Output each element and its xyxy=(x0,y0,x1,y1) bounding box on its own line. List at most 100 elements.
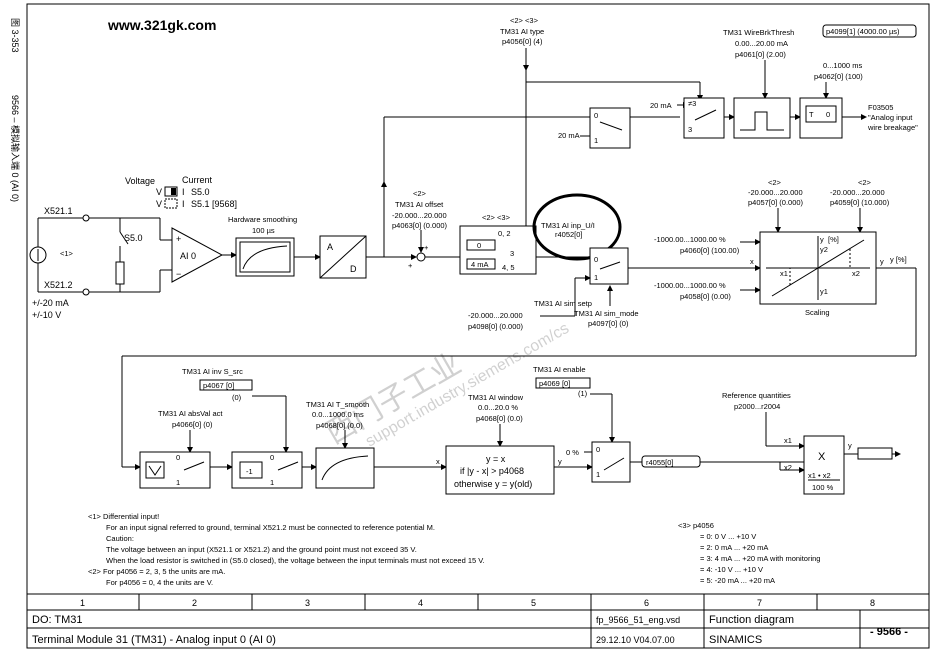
svg-text:Hardware smoothing: Hardware smoothing xyxy=(228,215,297,224)
svg-text:100 %: 100 % xyxy=(812,483,834,492)
svg-text:= 4: -10 V ... +10 V: = 4: -10 V ... +10 V xyxy=(700,565,763,574)
switch-s50-label: S5.0 xyxy=(124,233,143,243)
invert-block: TM31 AI inv S_src p4067 [0] (0) -1 0 1 xyxy=(182,367,317,489)
svg-text:9566 – 模拟输入端 0 (AI 0): 9566 – 模拟输入端 0 (AI 0) xyxy=(10,95,21,202)
svg-text:0, 2: 0, 2 xyxy=(498,229,511,238)
diagram-number: - 9566 - xyxy=(870,626,908,638)
date-version: 29.12.10 V04.07.00 xyxy=(596,635,675,645)
svg-text:0 %: 0 % xyxy=(566,448,579,457)
svg-text:<3> p4056: <3> p4056 xyxy=(678,521,714,530)
input-terminals: X521.1 X521.2 +/-20 mA +/-10 V <1> S5.0 xyxy=(29,206,172,320)
page-frame xyxy=(26,3,930,649)
enable-block: TM31 AI enable p4069 [0] (1) 0 % 0 1 r40… xyxy=(533,365,806,483)
file-name: fp_9566_51_eng.vsd xyxy=(596,615,680,625)
svg-text:0.00...20.00 mA: 0.00...20.00 mA xyxy=(735,39,788,48)
svg-text:X521.1: X521.1 xyxy=(44,206,73,216)
svg-text:0: 0 xyxy=(596,445,600,454)
svg-text:8: 8 xyxy=(870,598,875,608)
svg-text:20 mA: 20 mA xyxy=(650,101,672,110)
svg-text:<1>: <1> xyxy=(60,249,74,258)
watermark-url: www.321gk.com xyxy=(107,17,216,33)
svg-text:-1000.00...1000.00 %: -1000.00...1000.00 % xyxy=(654,281,726,290)
svg-text:1: 1 xyxy=(80,598,85,608)
svg-text:AI 0: AI 0 xyxy=(180,251,196,261)
svg-text:图 3-353: 图 3-353 xyxy=(10,18,20,53)
svg-text:1: 1 xyxy=(596,470,600,479)
svg-text:p4059[0] (10.000): p4059[0] (10.000) xyxy=(830,198,890,207)
svg-text:3: 3 xyxy=(510,249,514,258)
svg-text:V: V xyxy=(156,199,162,209)
svg-text:p4057[0] (0.000): p4057[0] (0.000) xyxy=(748,198,804,207)
svg-text:p4068[0] (0.0): p4068[0] (0.0) xyxy=(316,421,363,430)
sampling-badge-frame xyxy=(822,24,917,38)
svg-text:TM31 AI window: TM31 AI window xyxy=(468,393,524,402)
svg-text:0: 0 xyxy=(270,453,274,462)
svg-text:-1000.00...1000.00 %: -1000.00...1000.00 % xyxy=(654,235,726,244)
type-selector: <2> <3> 0 4 mA 0, 2 3 4, 5 xyxy=(459,213,560,275)
svg-text:otherwise y = y(old): otherwise y = y(old) xyxy=(454,479,532,489)
svg-text:When the load resistor is swit: When the load resistor is switched in (S… xyxy=(106,556,485,565)
svg-text:"Analog input: "Analog input xyxy=(868,113,913,122)
svg-text:TM31 AI absVal act: TM31 AI absVal act xyxy=(158,409,223,418)
wire-break-monitor: 0 1 20 mA 20 mA ≠3 3 TM31 WireBrkThresh … xyxy=(558,28,918,149)
svg-text:Voltage: Voltage xyxy=(125,176,155,186)
svg-text:TM31 AI T_smooth: TM31 AI T_smooth xyxy=(306,400,369,409)
svg-text:p4067 [0]: p4067 [0] xyxy=(203,381,234,390)
svg-text:[%]: [%] xyxy=(828,235,839,244)
svg-text:T: T xyxy=(809,110,814,119)
svg-text:+: + xyxy=(408,261,413,270)
ad-converter: A D xyxy=(319,235,417,279)
svg-text:<2>: <2> xyxy=(858,178,872,187)
svg-text:0: 0 xyxy=(594,255,598,264)
svg-text:+/-10 V: +/-10 V xyxy=(32,310,61,320)
svg-text:3: 3 xyxy=(305,598,310,608)
svg-text:V: V xyxy=(156,187,162,197)
svg-text:-1: -1 xyxy=(246,467,253,476)
ai-type-block: <2> <3> TM31 AI type p4056[0] (4) xyxy=(500,16,703,232)
svg-text:y: y xyxy=(820,235,824,244)
svg-text:F03505: F03505 xyxy=(868,103,893,112)
simulation-switch: 0 1 TM31 AI sim setp -20.000...20.000 p4… xyxy=(468,247,761,331)
sum-node xyxy=(416,252,426,262)
svg-text:D: D xyxy=(350,264,357,274)
sampling-badge: p4099[1] (4000.00 µs) xyxy=(826,27,900,36)
svg-text:TM31 AI offset: TM31 AI offset xyxy=(395,200,444,209)
svg-text:5: 5 xyxy=(531,598,536,608)
svg-text:p4062[0] (100): p4062[0] (100) xyxy=(814,72,863,81)
svg-text:TM31 AI sim setp: TM31 AI sim setp xyxy=(534,299,592,308)
svg-text:p4097[0] (0): p4097[0] (0) xyxy=(588,319,629,328)
svg-text:<2>: <2> xyxy=(768,178,782,187)
svg-text:p4063[0] (0.000): p4063[0] (0.000) xyxy=(392,221,448,230)
svg-text:≠3: ≠3 xyxy=(688,99,696,108)
svg-text:Reference quantities: Reference quantities xyxy=(722,391,791,400)
svg-text:y: y xyxy=(880,257,884,266)
svg-text:-20.000...20.000: -20.000...20.000 xyxy=(392,211,447,220)
svg-text:4: 4 xyxy=(418,598,423,608)
svg-text:y = x: y = x xyxy=(486,454,506,464)
svg-text:I: I xyxy=(182,187,185,197)
notes: <1> Differential input! For an input sig… xyxy=(88,512,485,587)
svg-text:wire breakage": wire breakage" xyxy=(867,123,918,132)
svg-text:4, 5: 4, 5 xyxy=(502,263,515,272)
svg-text:2: 2 xyxy=(192,598,197,608)
svg-text:x: x xyxy=(750,257,754,266)
multiplier-block: Reference quantities p2000...r2004 x1 x2… xyxy=(722,391,901,495)
svg-text:A: A xyxy=(327,242,333,252)
svg-text:0: 0 xyxy=(594,111,598,120)
svg-text:-20.000...20.000: -20.000...20.000 xyxy=(748,188,803,197)
t-smooth-block: TM31 AI T_smooth 0.0...1000.0 ms p4068[0… xyxy=(306,400,447,489)
svg-text:x1 • x2: x1 • x2 xyxy=(808,471,831,480)
svg-text:= 3: 4 mA ... +20 mA with moni: = 3: 4 mA ... +20 mA with monitoring xyxy=(700,554,820,563)
svg-text:r4055[0]: r4055[0] xyxy=(646,458,674,467)
svg-text:y2: y2 xyxy=(820,245,828,254)
scaling-block: <2> -20.000...20.000 p4057[0] (0.000) <2… xyxy=(121,178,917,470)
svg-text:TM31 WireBrkThresh: TM31 WireBrkThresh xyxy=(723,28,794,37)
svg-text:0...1000 ms: 0...1000 ms xyxy=(823,61,862,70)
svg-text:Caution:: Caution: xyxy=(106,534,134,543)
svg-text:p4058[0] (0.00): p4058[0] (0.00) xyxy=(680,292,731,301)
svg-text:4 mA: 4 mA xyxy=(471,260,489,269)
svg-text:The voltage between an input (: The voltage between an input (X521.1 or … xyxy=(106,545,417,554)
window-block: TM31 AI window 0.0...20.0 % p4068[0] (0.… xyxy=(445,393,593,495)
svg-text:0: 0 xyxy=(477,241,481,250)
watermark: 西门子工业 support.industry.siemens.com/cs xyxy=(320,320,572,451)
